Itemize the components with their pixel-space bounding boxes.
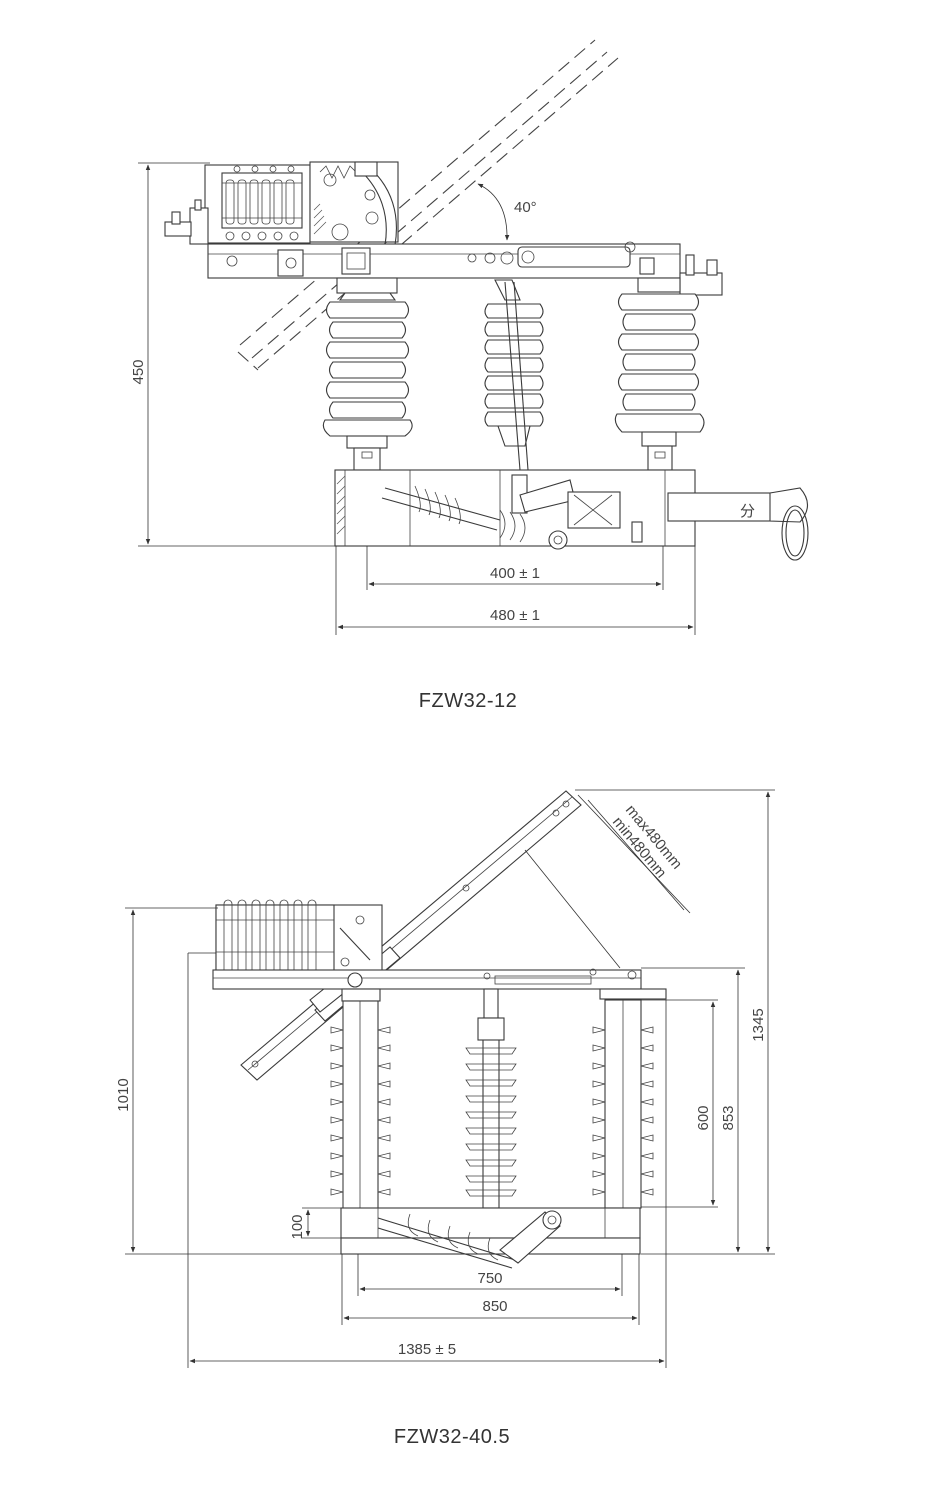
height-total-label: 1345	[750, 1008, 767, 1041]
insulator-left	[330, 1000, 391, 1210]
base-frame	[340, 1207, 641, 1269]
width-dimensions	[187, 952, 667, 1368]
height-600-label: 600	[695, 1105, 712, 1130]
angle-indicator	[477, 183, 510, 241]
width-750-label: 750	[477, 1270, 502, 1287]
main-frame-bar	[212, 957, 667, 1020]
operating-handle	[667, 487, 809, 561]
insulator-center	[484, 279, 544, 471]
base-frame	[334, 469, 696, 550]
insulator-center	[465, 1017, 517, 1209]
fzw32-12-drawing: 分 40° 450 400 ± 1 480 ± 1 FZW32-12	[130, 39, 809, 712]
caption-fzw32-12: FZW32-12	[419, 690, 517, 712]
insulator-right	[592, 999, 654, 1209]
insulator-right	[614, 277, 705, 471]
left-height-dimensions	[125, 907, 341, 1255]
outer-width-label: 480 ± 1	[490, 607, 540, 624]
height-label: 450	[130, 359, 147, 384]
caption-fzw32-40-5: FZW32-40.5	[394, 1426, 510, 1448]
open-blade	[240, 790, 582, 1081]
handle-open-label: 分	[740, 503, 755, 520]
insulator-left	[322, 277, 413, 471]
angle-label: 40°	[514, 199, 537, 216]
main-frame-bar	[207, 241, 723, 296]
height-left-label: 1010	[115, 1078, 132, 1111]
operating-mechanism	[164, 161, 399, 246]
base-height-label: 100	[289, 1214, 306, 1239]
width-850-label: 850	[482, 1298, 507, 1315]
operating-mechanism	[215, 899, 383, 983]
right-height-dimensions	[575, 789, 775, 1255]
inner-width-label: 400 ± 1	[490, 565, 540, 582]
open-blade-dashed-outline	[237, 39, 619, 371]
width-total-label: 1385 ± 5	[398, 1341, 456, 1358]
blade-length-dimension	[524, 794, 691, 969]
fzw32-40-5-drawing: max480mm min480mm 1345 853 600 1010 100	[115, 789, 775, 1448]
width-dimensions	[335, 546, 696, 635]
height-853-label: 853	[720, 1105, 737, 1130]
height-dimension	[138, 162, 340, 547]
